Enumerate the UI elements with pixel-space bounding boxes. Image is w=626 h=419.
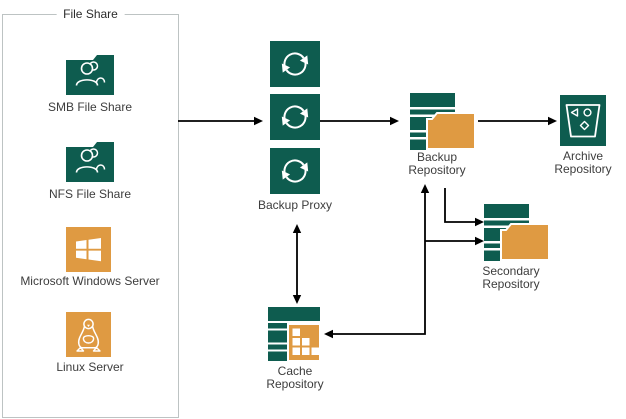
linux-server-label: Linux Server [56,360,124,374]
connector-junction-vertical [333,192,426,335]
server-folder-icon [410,93,476,150]
linux-tux-icon [76,318,101,352]
arrowhead-right-icon [254,116,263,126]
backup-proxy-node [270,41,320,87]
arrow-backup-repo-to-secondary [444,188,475,223]
backup-proxy-node [270,148,320,194]
arrowhead-right-icon [475,217,484,227]
shared-folder-icon [66,142,114,182]
backup-proxy-node [270,94,320,140]
cache-repository-node [268,307,321,362]
server-cache-grid-icon [268,307,321,362]
secondary-repository-label: Secondary Repository [482,264,540,291]
archive-repository-node [560,95,606,146]
backup-repository-label: Backup Repository [408,150,466,177]
backup-repository-node [410,93,476,150]
cache-repository-label: Cache Repository [266,364,324,391]
nfs-file-share-label: NFS File Share [48,187,132,201]
windows-server-label: Microsoft Windows Server [20,274,160,288]
archive-bucket-icon [565,104,601,138]
smb-file-share-node [66,55,114,95]
server-folder-icon [484,204,550,261]
arrowhead-left-icon [324,329,333,339]
backup-proxy-label: Backup Proxy [257,198,333,212]
sync-arrows-icon [281,52,309,76]
arrowhead-up-icon [292,224,302,233]
arrowhead-right-icon [475,236,484,246]
file-share-group-title: File Share [56,7,125,21]
arrowhead-right-icon [548,116,557,126]
secondary-repository-node [484,204,550,261]
archive-repository-label: Archive Repository [554,149,612,176]
windows-logo-icon [76,238,101,262]
sync-arrows-icon [281,159,309,183]
nfs-file-share-node [66,142,114,182]
shared-folder-icon [66,55,114,95]
arrowhead-right-icon [390,116,399,126]
windows-server-node [66,227,111,272]
arrowhead-up-icon [420,184,430,193]
arrowhead-down-icon [292,295,302,304]
sync-arrows-icon [281,105,309,129]
smb-file-share-label: SMB File Share [47,100,133,114]
file-share-group-box: File Share [2,7,179,418]
linux-server-node [66,312,111,357]
